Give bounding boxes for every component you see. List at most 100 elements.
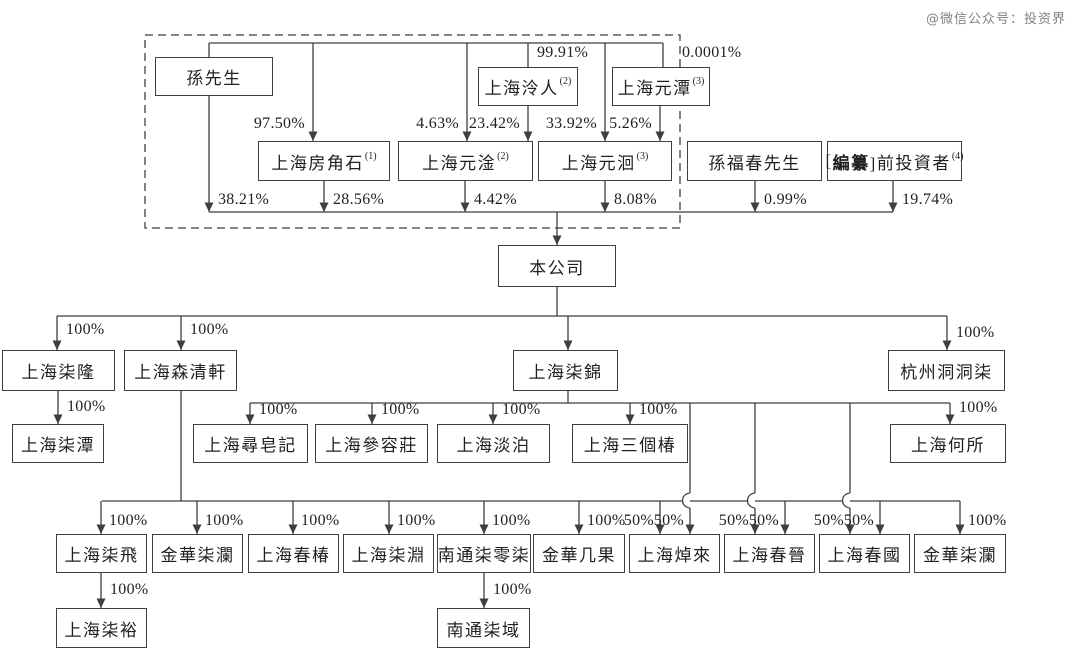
org-node-shanghai-hesuo: 上海何所 — [890, 424, 1006, 463]
arrowhead-down — [625, 414, 635, 424]
ownership-percent-label: 100% — [956, 324, 995, 341]
org-node-shanghai-yuangan: 上海元淦(2) — [398, 141, 533, 181]
org-node-shanghai-fangjiaoshi: 上海房角石(1) — [258, 141, 390, 181]
ownership-percent-label: 100% — [205, 512, 244, 529]
ownership-percent-label: 19.74% — [902, 191, 954, 208]
org-node-shanghai-lengren: 上海泠人(2) — [478, 67, 578, 106]
org-node-label: 上海三個椿 — [583, 436, 677, 455]
org-node-label: 金華柒瀾 — [923, 546, 997, 565]
org-node-label: 本公司 — [529, 258, 585, 278]
ownership-percent-label: 100% — [492, 512, 531, 529]
org-node-label: 上海春國 — [827, 546, 902, 565]
arrowhead-down — [460, 202, 470, 212]
org-node-label: 上海焯來 — [637, 546, 712, 565]
org-node-shanghai-qifei: 上海柒飛 — [56, 534, 147, 573]
org-node-shanghai-shenrongzhuang: 上海參容莊 — [315, 424, 428, 463]
org-node-label: 上海森清軒 — [134, 363, 227, 382]
arrowhead-down — [600, 202, 610, 212]
org-node-label: 上海泠人 — [484, 79, 559, 98]
footnote-superscript: (3) — [692, 76, 705, 87]
arrowhead-down — [384, 524, 394, 534]
org-node-label: 孫福春先生 — [708, 153, 801, 173]
org-node-shanghai-qiyuan: 上海柒淵 — [343, 534, 434, 573]
arrowhead-down — [96, 524, 106, 534]
line-hop-arc — [746, 492, 756, 509]
org-node-jinhua-qilan-1: 金華柒瀾 — [152, 534, 243, 573]
ownership-percent-label: 50% — [623, 512, 654, 529]
ownership-percent-label: 50% — [653, 512, 684, 529]
org-node-shanghai-qilong: 上海柒隆 — [2, 350, 115, 391]
ownership-percent-label: 100% — [259, 401, 298, 418]
arrowhead-down — [192, 524, 202, 534]
org-node-label: 上海春晉 — [732, 546, 807, 565]
org-node-shanghai-qitan: 上海柒潭 — [12, 424, 104, 463]
founder-group-dashed-box — [144, 34, 681, 229]
org-node-label: 上海參容莊 — [325, 436, 418, 455]
arrowhead-down — [655, 524, 665, 534]
org-node-label: 南通柒域 — [446, 620, 521, 640]
arrowhead-down — [462, 131, 472, 141]
org-node-label: [ — [825, 151, 833, 170]
org-node-jinhua-qilan-2: 金華柒瀾 — [914, 534, 1006, 573]
org-node-label: 上海柒裕 — [64, 620, 139, 640]
org-node-label: 上海淡泊 — [456, 436, 531, 455]
org-node-shanghai-senqingxuan: 上海森清軒 — [124, 350, 237, 391]
org-node-label: 上海柒淵 — [351, 546, 426, 565]
org-node-jinhua-jiguo: 金華几果 — [533, 534, 625, 573]
arrowhead-down — [479, 598, 489, 608]
arrowhead-down — [96, 598, 106, 608]
ownership-percent-label: 50% — [813, 512, 844, 529]
org-node-shanghai-yuanhui: 上海元洄(3) — [538, 141, 672, 181]
ownership-percent-label: 8.08% — [614, 191, 657, 208]
org-node-label: 編纂 — [832, 153, 870, 173]
arrowhead-down — [552, 235, 562, 245]
arrowhead-down — [780, 524, 790, 534]
org-node-label: 杭州洞洞柒 — [900, 363, 993, 382]
ownership-percent-label: 100% — [66, 321, 105, 338]
org-node-shanghai-xunzaoji: 上海尋皂記 — [193, 424, 308, 463]
ownership-percent-label: 100% — [587, 512, 626, 529]
arrowhead-down — [750, 202, 760, 212]
ownership-percent-label: 50% — [843, 512, 874, 529]
ownership-percent-label: 100% — [502, 401, 541, 418]
ownership-percent-label: 23.42% — [468, 115, 520, 132]
org-node-nantong-qiyu: 南通柒域 — [437, 608, 530, 648]
org-node-shanghai-qijin: 上海柒錦 — [513, 350, 618, 391]
ownership-percent-label: 0.0001% — [682, 44, 742, 61]
org-node-label: 上海春椿 — [256, 546, 331, 565]
org-node-nantong-qilingqi: 南通柒零柒 — [437, 534, 531, 573]
org-node-shanghai-sangezhun: 上海三個椿 — [572, 424, 688, 463]
arrowhead-down — [845, 524, 855, 534]
ownership-percent-label: 50% — [748, 512, 779, 529]
footnote-superscript: (4) — [951, 150, 964, 162]
org-node-label: ]前投資者 — [869, 153, 951, 173]
ownership-percent-label: 4.63% — [416, 115, 459, 132]
footnote-superscript: (3) — [636, 150, 649, 162]
org-node-shanghai-zhuolai: 上海焯來 — [629, 534, 720, 573]
line-hop-arc — [841, 492, 851, 509]
ownership-percent-label: 100% — [639, 401, 678, 418]
org-node-label: 上海柒隆 — [21, 363, 96, 382]
org-node-label: 上海何所 — [911, 436, 985, 455]
ownership-percent-label: 100% — [968, 512, 1007, 529]
org-node-label: 上海房角石 — [271, 153, 364, 173]
arrowhead-down — [574, 524, 584, 534]
arrowhead-down — [655, 131, 665, 141]
org-node-label: 上海柒潭 — [21, 436, 95, 455]
footnote-superscript: (2) — [559, 76, 572, 87]
arrowhead-down — [52, 340, 62, 350]
arrowhead-down — [945, 414, 955, 424]
arrowhead-down — [523, 131, 533, 141]
org-node-shanghai-chunguo: 上海春國 — [819, 534, 910, 573]
org-node-shanghai-chunjin: 上海春晉 — [724, 534, 815, 573]
ownership-percent-label: 100% — [959, 399, 998, 416]
arrowhead-down — [888, 202, 898, 212]
org-node-label: 上海元洄 — [561, 153, 636, 173]
ownership-percent-label: 100% — [381, 401, 420, 418]
ownership-percent-label: 100% — [301, 512, 340, 529]
ownership-percent-label: 100% — [67, 398, 106, 415]
org-node-sun-fuchun: 孫福春先生 — [687, 141, 822, 181]
arrowhead-down — [204, 202, 214, 212]
ownership-percent-label: 99.91% — [537, 44, 589, 61]
